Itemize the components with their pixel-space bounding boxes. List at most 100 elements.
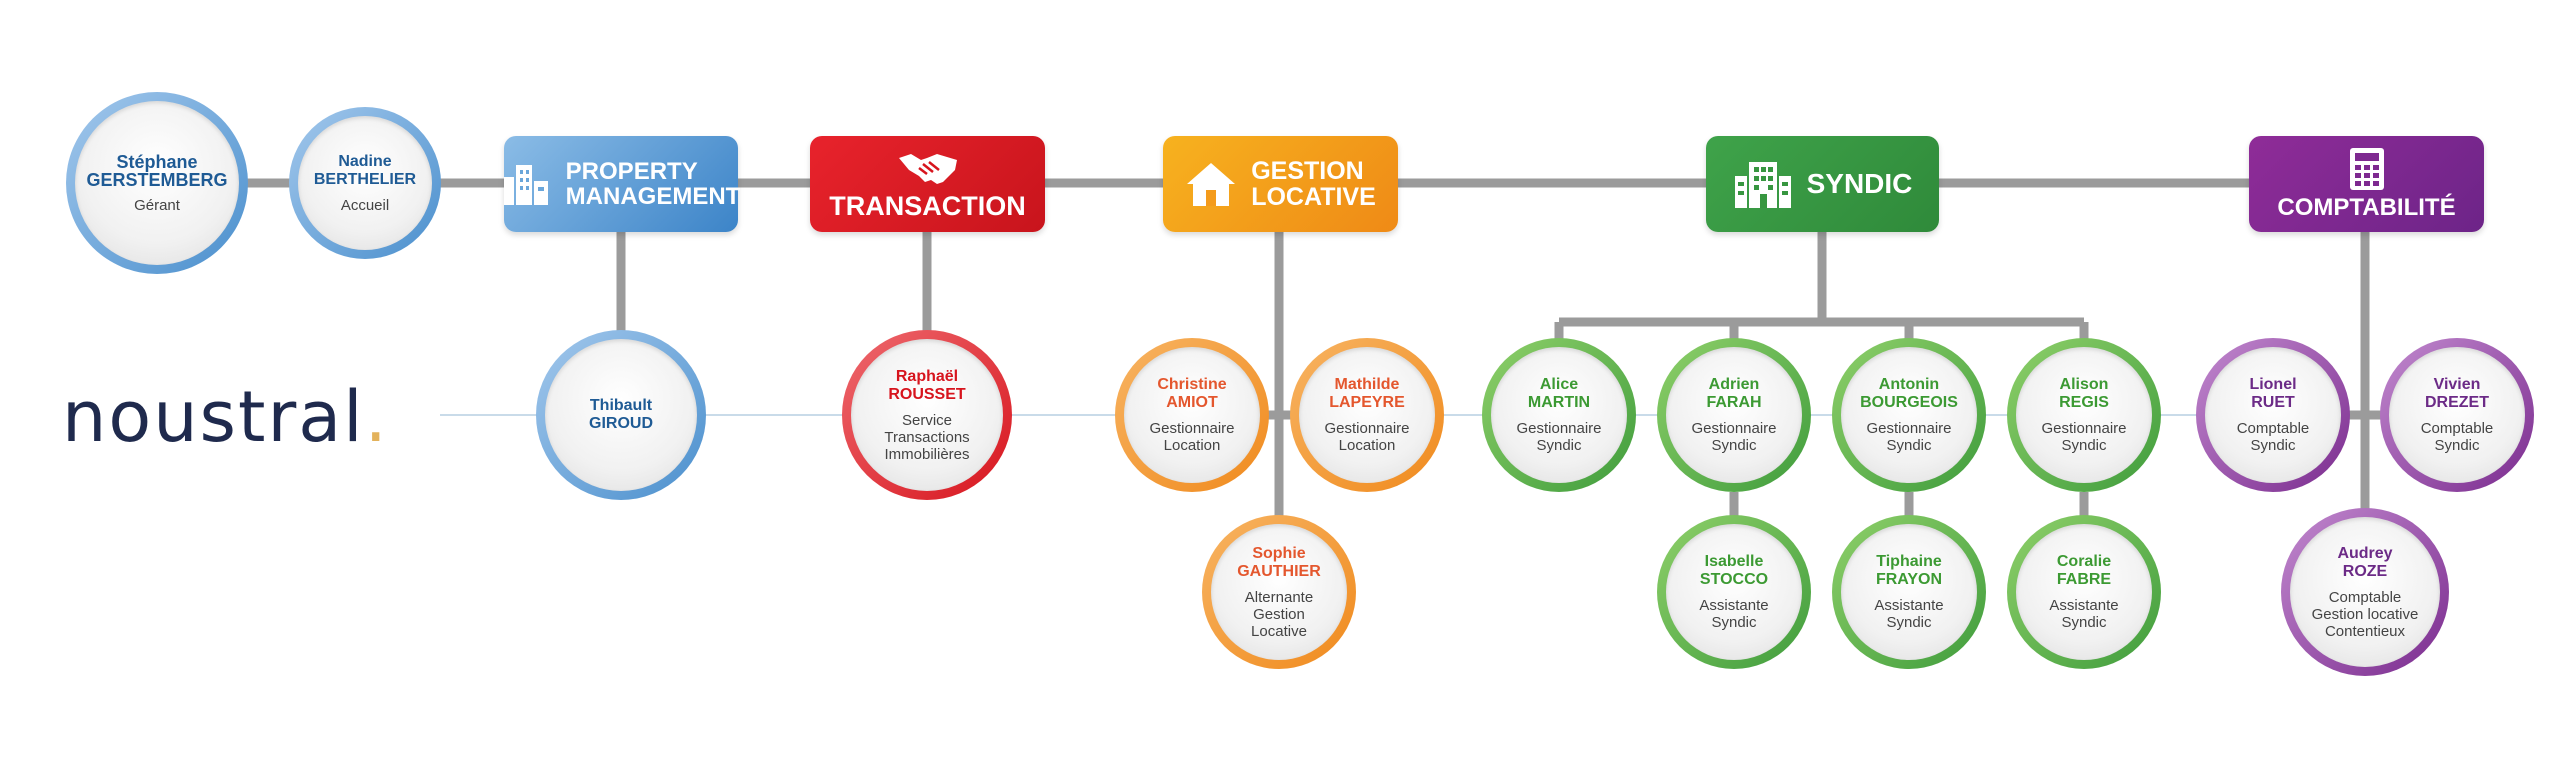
person-last-name: REGIS [2059,394,2109,411]
person-last-name: RUET [2251,394,2295,411]
person-last-name: MARTIN [1527,394,1591,411]
person-role-line: Gestionnaire [1691,420,1777,437]
person-role-line: Service [901,411,953,429]
person-role: Gérant [134,197,180,214]
person-role-line: Gérant [134,196,180,214]
person-last-name: FRAYON [1875,571,1943,588]
noustral-logo: noustral. [62,376,389,458]
person-role-line: Syndic [2250,437,2296,454]
person-role-line: Syndic [1886,614,1932,631]
person-role-line: Location [1338,437,1396,454]
person-role-line: Immobilières [884,445,970,463]
person-role-line: Syndic [2434,437,2480,454]
person-role-line: Syndic [1711,437,1757,454]
person-first-name: Audrey [2337,544,2393,562]
person-first-name: Stéphane [116,151,198,172]
handshake-icon [897,148,959,188]
logo-text: noustral [62,376,365,458]
person-role-line: Contentieux [2324,622,2406,640]
person-last-name: STOCCO [1699,571,1769,588]
person-last-name: AMIOT [1166,394,1218,411]
person-last-name: BOURGEOIS [1860,394,1958,411]
dept-tr-label: TRANSACTION [829,191,1026,220]
person-role-line: Comptable [2328,588,2402,606]
person-first-name: Sophie [1252,544,1306,562]
person-first-name: Antonin [1878,376,1940,393]
person-last-name: LAPEYRE [1329,394,1405,411]
logo-dot: . [364,376,389,458]
person-role-line: Assistante [1699,597,1769,614]
person-role-line: Gestionnaire [1324,420,1410,437]
person-first-name: Christine [1157,376,1227,393]
person-role-line: Gestionnaire [1866,420,1952,437]
person-last-name: GERSTEMBERG [86,169,228,190]
person-role-line: Location [1163,437,1221,454]
person-role-line: Locative [1251,622,1307,640]
person-role-line: Syndic [2061,437,2107,454]
person-first-name: Vivien [2433,376,2481,393]
calculator-icon [2349,147,2385,191]
person-role-line: Accueil [340,196,390,214]
person-role-line: Gestionnaire [1516,420,1602,437]
person-last-name: ROZE [2342,562,2388,580]
person-role-line: Transactions [884,428,970,446]
person-first-name: Adrien [1708,376,1760,393]
dept-co-box: COMPTABILITÉ [2249,136,2484,232]
dept-label-line: MANAGEMENT [565,183,741,210]
dept-label-line: COMPTABILITÉ [2277,194,2456,222]
person-role-line: Alternante [1244,588,1314,606]
person-last-name: FABRE [2056,571,2112,588]
person-role-line: Gestion locative [2311,605,2419,623]
person-first-name: Isabelle [1704,553,1764,570]
person-role-line: Gestionnaire [1149,420,1235,437]
person-first-name: Raphaël [895,367,959,385]
person-last-name: BERTHELIER [313,170,417,188]
person-role-line: Syndic [1886,437,1932,454]
dept-sy-label: SYNDIC [1807,169,1913,199]
person-first-name: Mathilde [1334,376,1400,393]
house-icon [1185,160,1237,208]
person-role-line: Gestionnaire [2041,420,2127,437]
person-last-name: GIROUD [589,415,653,432]
person-last-name: GAUTHIER [1237,562,1321,580]
person-role-line: Syndic [1536,437,1582,454]
person-first-name: Nadine [338,152,392,170]
person-role: Accueil [341,197,389,214]
person-role-line: Syndic [2061,614,2107,631]
person-first-name: Coralie [2056,553,2112,570]
person-role-line: Comptable [2236,420,2310,437]
person-role-line: Assistante [1874,597,1944,614]
person-last-name: FARAH [1706,394,1762,411]
dept-label-line: LOCATIVE [1251,183,1376,211]
person-first-name: Alice [1539,376,1579,393]
